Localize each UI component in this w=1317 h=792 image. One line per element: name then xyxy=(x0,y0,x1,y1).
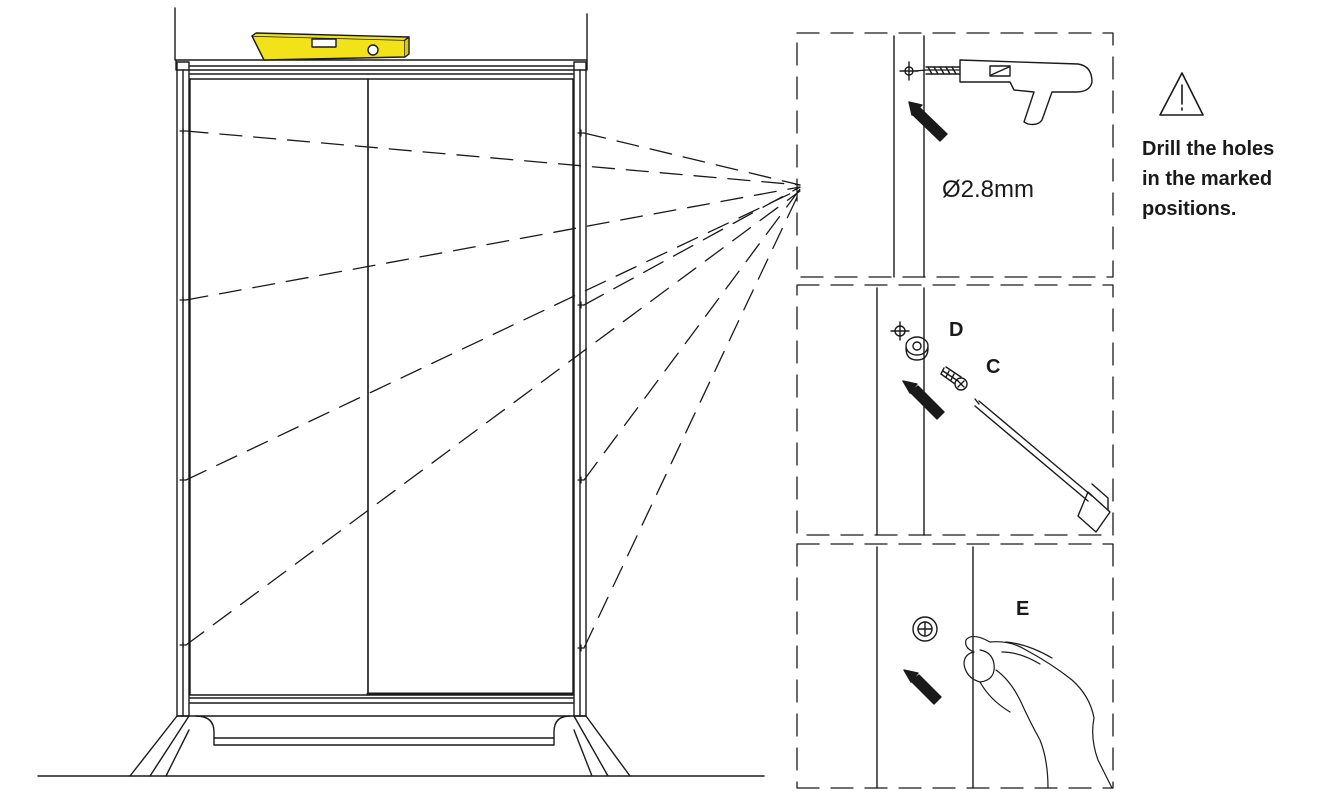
detail-drill xyxy=(893,35,1093,278)
part-c-label: C xyxy=(986,356,1000,378)
detail-panel-drill xyxy=(796,32,1114,278)
detail-screw xyxy=(876,287,1111,536)
right-door xyxy=(367,78,574,696)
detail-cap xyxy=(876,546,1113,789)
warning-instruction: Drill the holes in the marked positions. xyxy=(1142,134,1317,224)
arrow-icon xyxy=(902,380,945,420)
detail-panel-cap xyxy=(796,543,1114,789)
power-drill-icon xyxy=(959,59,1093,126)
warning-triangle-icon xyxy=(1159,72,1204,116)
hole-markers xyxy=(179,127,585,652)
warning-line: Drill the holes xyxy=(1142,138,1275,160)
screw-icon xyxy=(940,366,968,391)
spirit-level-icon xyxy=(251,32,410,61)
warning-line: in the marked xyxy=(1142,168,1273,190)
hand-icon xyxy=(963,635,1113,789)
screwdriver-icon xyxy=(974,398,1111,533)
washer-icon xyxy=(905,336,929,361)
warning-line: positions. xyxy=(1142,198,1237,220)
detail-panel-screw xyxy=(796,284,1114,536)
arrow-icon xyxy=(903,669,942,705)
wardrobe xyxy=(129,59,631,777)
diameter-label: Ø2.8mm xyxy=(942,176,1034,203)
leader-lines xyxy=(185,130,801,649)
part-e-label: E xyxy=(1016,598,1029,620)
left-door xyxy=(189,78,369,696)
arrow-icon xyxy=(908,101,948,142)
wall-lines xyxy=(37,7,765,777)
cover-cap-icon xyxy=(912,616,938,642)
detail-panels xyxy=(796,32,1114,789)
wardrobe-base xyxy=(129,715,631,777)
part-d-label: D xyxy=(949,319,963,341)
